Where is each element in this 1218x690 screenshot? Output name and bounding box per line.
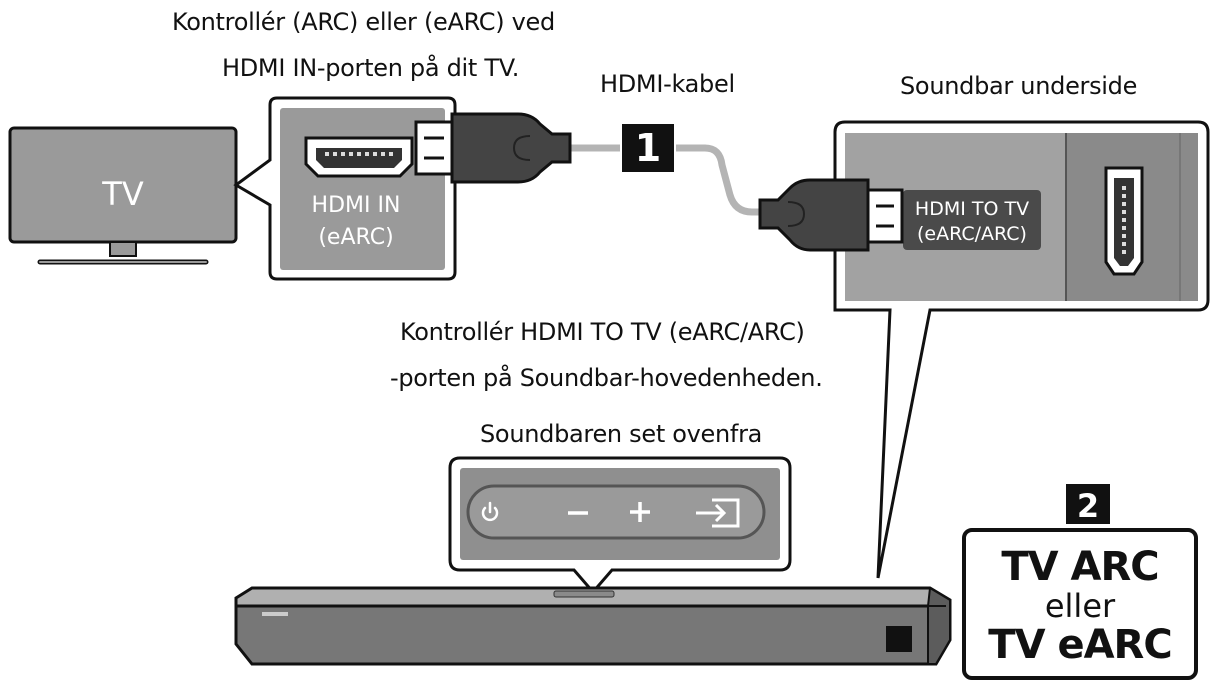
input-source-icon [696,498,740,528]
tv-port-label-line2: (eARC) [318,225,393,250]
soundbar-bottom-label: Soundbar underside [900,72,1138,100]
soundbar-illustration [234,586,952,666]
soundbar-top-label: Soundbaren set ovenfra [480,420,763,448]
soundbar-port-label-line2: (eARC/ARC) [917,223,1027,245]
hdmi-plug-tv [414,112,572,184]
power-icon [481,501,499,522]
soundbar-top-callout [448,456,792,595]
tv-label: TV [101,175,144,213]
result-line3: TV eARC [988,622,1172,668]
cable-label: HDMI-kabel [600,70,735,98]
hdmi-plug-soundbar [758,178,904,252]
soundbar-port-label-line1: HDMI TO TV [915,198,1029,220]
tv-check-label-line2: HDMI IN-porten på dit TV. [222,54,520,82]
soundbar-bottom-callout: HDMI TO TV (eARC/ARC) [833,120,1210,579]
result-line1: TV ARC [1001,544,1159,590]
plus-icon [630,502,650,522]
svg-text:2: 2 [1077,487,1099,525]
hdmi-cable [570,144,760,216]
result-line2: eller [1044,587,1116,625]
tv-port-label-line1: HDMI IN [312,193,401,218]
svg-text:1: 1 [635,126,661,170]
step-1-badge: 1 [622,124,674,172]
step-2-badge: 2 [1066,484,1110,525]
tv-illustration: TV [8,126,238,265]
result-box: TV ARC eller TV eARC [962,528,1198,680]
tv-check-label-line1: Kontrollér (ARC) eller (eARC) ved [172,8,555,36]
soundbar-check-label-line2: -porten på Soundbar-hovedenheden. [390,364,823,392]
soundbar-check-label-line1: Kontrollér HDMI TO TV (eARC/ARC) [400,318,805,346]
tv-port-callout: HDMI IN (eARC) [233,96,457,281]
ir-sensor-icon [886,626,912,652]
